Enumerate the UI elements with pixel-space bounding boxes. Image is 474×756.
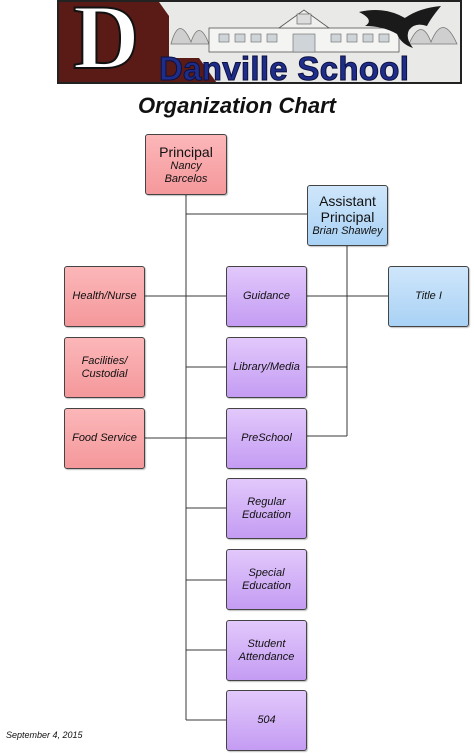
unit-label: Library/Media xyxy=(233,361,300,373)
unit-label: Guidance xyxy=(242,290,291,302)
unit-label: Title I xyxy=(415,290,442,302)
assistant-principal-role: Assistant Principal xyxy=(319,193,376,225)
unit-title-i: Title I xyxy=(388,266,469,327)
school-banner: D Danville School xyxy=(57,0,462,84)
unit-label: Food Service xyxy=(72,432,137,444)
principal-name: Nancy Barcelos xyxy=(164,159,208,185)
unit-label: Regular Education xyxy=(242,495,291,521)
page-title: Organization Chart xyxy=(137,93,336,118)
unit-label: Health/Nurse xyxy=(72,290,137,302)
principal-role: Principal xyxy=(159,143,213,160)
unit-special-education: Special Education xyxy=(226,549,307,610)
unit-label: PreSchool xyxy=(241,432,292,444)
unit-facilities-custodial: Facilities/ Custodial xyxy=(64,337,145,398)
unit-food-service: Food Service xyxy=(64,408,145,469)
unit-library-media: Library/Media xyxy=(226,337,307,398)
banner-maroon-block xyxy=(59,2,159,82)
unit-label: Facilities/ Custodial xyxy=(81,354,128,380)
unit-label: Special Education xyxy=(242,566,291,592)
unit-label: Student Attendance xyxy=(238,637,295,663)
unit-regular-education: Regular Education xyxy=(226,478,307,539)
unit-health-nurse: Health/Nurse xyxy=(64,266,145,327)
principal-box: Principal Nancy Barcelos xyxy=(145,134,227,195)
assistant-principal-box: Assistant Principal Brian Shawley xyxy=(307,185,388,246)
school-building-illustration xyxy=(169,4,460,58)
unit-guidance: Guidance xyxy=(226,266,307,327)
unit-504: 504 xyxy=(226,690,307,751)
assistant-principal-name: Brian Shawley xyxy=(312,225,383,237)
unit-label: 504 xyxy=(257,714,276,726)
banner-school-name: Danville School xyxy=(159,50,410,84)
unit-preschool: PreSchool xyxy=(226,408,307,469)
banner-d-logo: D xyxy=(72,0,140,84)
unit-student-attendance: Student Attendance xyxy=(226,620,307,681)
chart-date: September 4, 2015 xyxy=(6,730,83,740)
